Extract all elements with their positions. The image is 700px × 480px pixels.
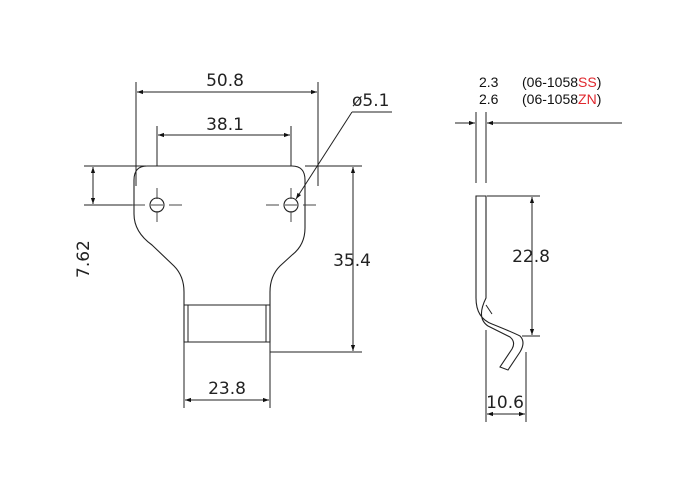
side-fold-line — [485, 304, 493, 315]
hole-centerlines — [132, 188, 316, 222]
part-code-suffix: SS — [578, 74, 597, 90]
dim-label-hole-spacing: 38.1 — [206, 115, 244, 135]
part-row-thickness: 2.3 — [479, 74, 499, 90]
dimension-hole-spacing: 38.1 — [156, 115, 292, 166]
side-view: 22.8 10.6 2.3 (06-1058SS) 2.6 (06-1058ZN… — [455, 74, 622, 422]
dimension-overall-width: 50.8 — [135, 71, 319, 186]
dimension-hook-height: 22.8 — [487, 195, 550, 337]
dim-label-hole-offset: 7.62 — [74, 240, 94, 278]
dimension-hole-diameter: ø5.1 — [295, 91, 392, 200]
dim-label-hook-height: 22.8 — [512, 247, 550, 267]
front-view: 50.8 38.1 ø5.1 7.62 35.4 — [74, 71, 392, 408]
dim-label-hook-depth: 10.6 — [486, 393, 524, 413]
part-row-code: (06-1058ZN) — [522, 91, 601, 107]
dimension-tab-width: 23.8 — [183, 342, 271, 408]
dim-label-hole-diameter: ø5.1 — [352, 91, 389, 111]
part-code-suffix: ZN — [578, 91, 597, 107]
dim-label-overall-height: 35.4 — [333, 251, 371, 271]
dimension-hole-offset: 7.62 — [74, 165, 146, 278]
dim-label-tab-width: 23.8 — [208, 379, 246, 399]
part-row-code: (06-1058SS) — [522, 74, 601, 90]
plate-outline — [133, 165, 306, 343]
dimension-overall-height: 35.4 — [270, 165, 371, 353]
part-number-table: 2.3 (06-1058SS) 2.6 (06-1058ZN) — [479, 74, 601, 107]
dim-label-overall-width: 50.8 — [206, 71, 244, 91]
side-hook-outline — [475, 195, 524, 371]
part-row-thickness: 2.6 — [479, 91, 499, 107]
dimension-hook-depth: 10.6 — [485, 330, 527, 422]
